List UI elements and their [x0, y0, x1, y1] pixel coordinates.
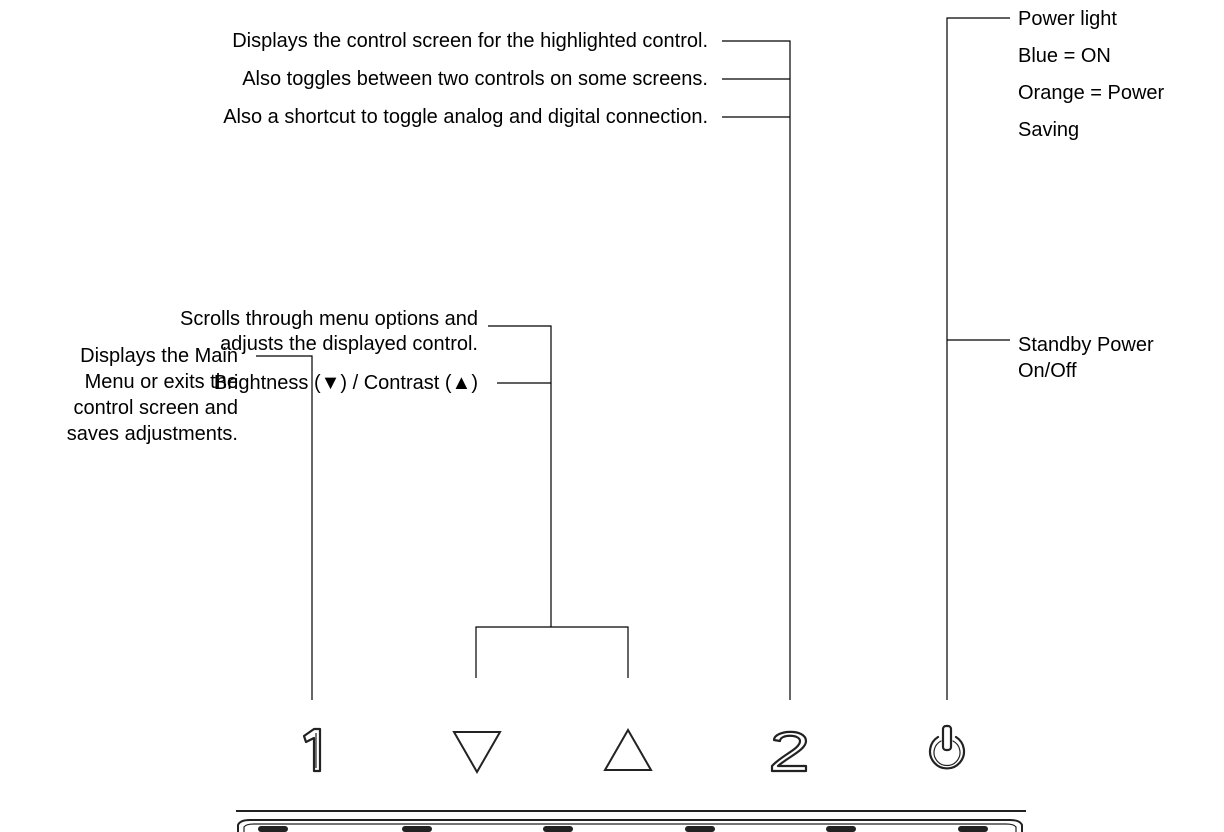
callout-menu-line2: Menu or exits the	[84, 371, 238, 393]
leader-arrows-bracket	[475, 626, 629, 678]
callout-power-light-line1: Power light	[1018, 8, 1117, 30]
callout-standby-line1: Standby Power	[1018, 334, 1154, 356]
up-triangle-icon	[603, 727, 653, 771]
leader-menu	[256, 355, 313, 700]
callout-arrows-line2: adjusts the displayed control.	[220, 333, 478, 355]
callout-standby-line2: On/Off	[1018, 360, 1077, 382]
button-power[interactable]	[922, 722, 972, 776]
callout-menu-line4: saves adjustments.	[66, 423, 238, 445]
down-triangle-icon	[452, 731, 502, 775]
digit-one-outline-icon	[302, 727, 322, 773]
leader-arrows-1	[488, 325, 552, 627]
monitor-bezel	[236, 810, 1026, 832]
callout-arrows-line3: Brightness (▼) / Contrast (▲)	[213, 372, 478, 394]
digit-two-outline-icon	[770, 730, 808, 773]
button-2[interactable]	[766, 724, 814, 776]
callout-menu-line3: control screen and	[73, 397, 238, 419]
callout-power-light-line3: Orange = Power	[1018, 82, 1165, 104]
callout-enter-line1: Displays the control screen for the high…	[232, 30, 708, 52]
callout-power-light-line2: Blue = ON	[1018, 45, 1111, 67]
callout-enter-line2: Also toggles between two controls on som…	[242, 68, 708, 90]
callout-enter-line3: Also a shortcut to toggle analog and dig…	[223, 106, 708, 128]
callout-menu-line1: Displays the Main	[80, 345, 238, 367]
leader-enter-1	[722, 40, 791, 700]
button-1[interactable]	[290, 724, 334, 776]
power-icon	[928, 724, 966, 770]
callout-power-light-line4: Saving	[1018, 119, 1080, 141]
leader-power-light	[946, 17, 1010, 700]
button-up[interactable]	[601, 726, 655, 776]
button-down[interactable]	[450, 726, 504, 776]
callout-arrows-line1: Scrolls through menu options and	[180, 308, 478, 330]
